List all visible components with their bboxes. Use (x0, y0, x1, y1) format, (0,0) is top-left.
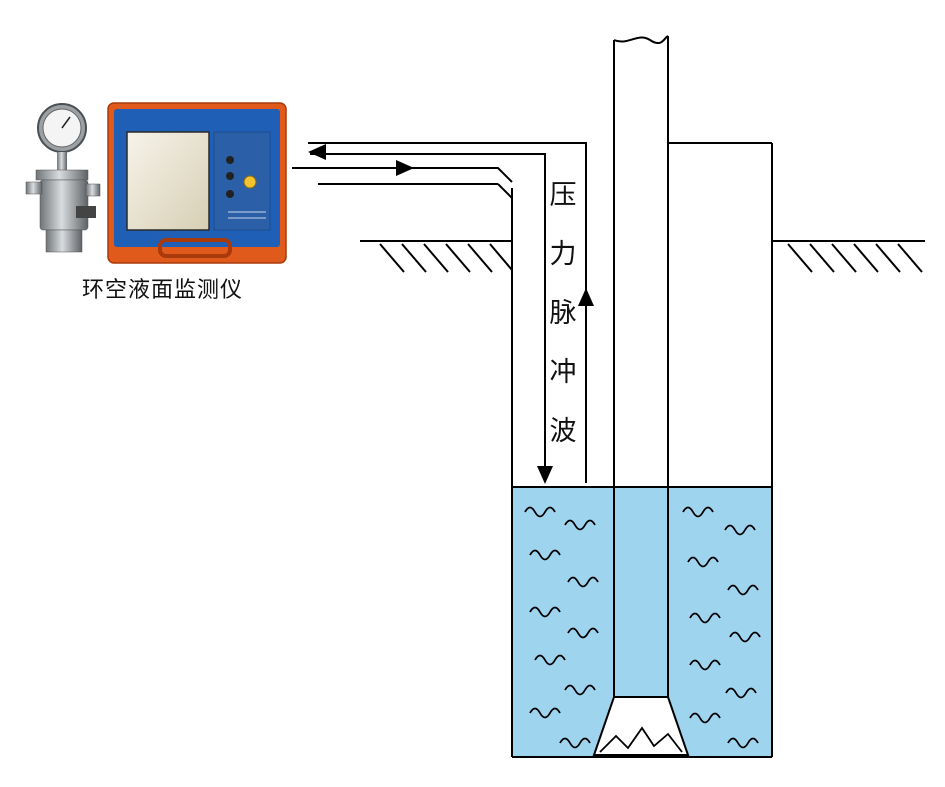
arrow-send-right (396, 160, 414, 176)
ground-surface (360, 240, 925, 273)
wave-label-char: 波 (549, 416, 577, 447)
arrow-up (578, 288, 594, 306)
arrow-return-left (308, 144, 326, 160)
wave-label-char: 力 (549, 239, 577, 270)
casing (511, 142, 773, 758)
pressure-gauge-icon (25, 103, 101, 253)
arrow-down (537, 466, 553, 484)
wave-label-char: 冲 (549, 357, 577, 388)
wave-label-char: 脉 (549, 298, 577, 329)
device-caption: 环空液面监测仪 (82, 278, 244, 303)
pump-cone (592, 696, 690, 756)
monitor-case-icon (107, 102, 287, 264)
tubing-fluid (614, 487, 668, 697)
tubing (613, 35, 669, 697)
signal-lines (292, 142, 587, 483)
pressure-wave-label: 压 力 脉 冲 波 (545, 166, 581, 461)
wave-label-char: 压 (549, 180, 577, 211)
fluid-waves (524, 506, 761, 749)
